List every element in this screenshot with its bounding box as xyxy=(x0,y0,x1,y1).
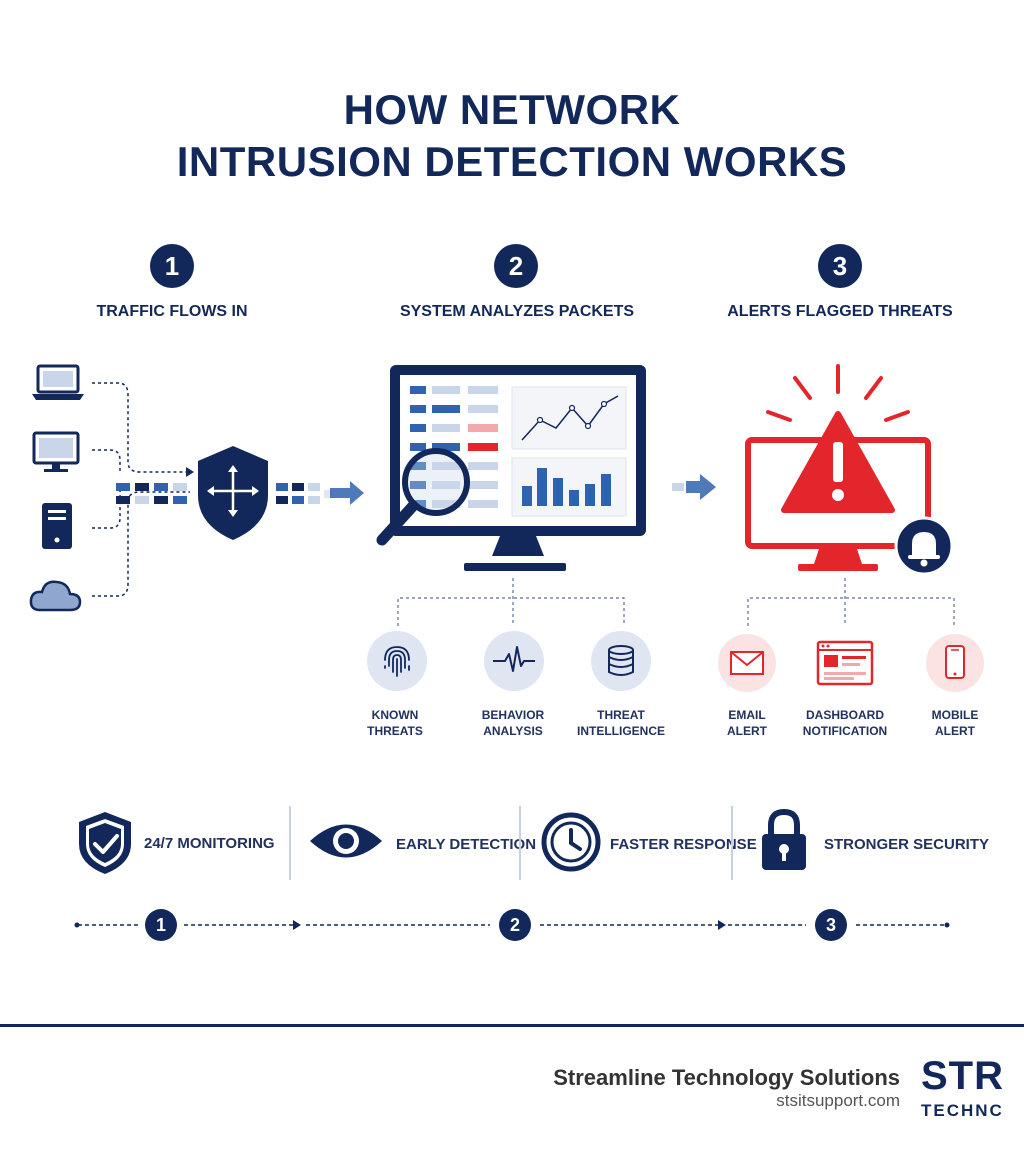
label-line: ALERT xyxy=(727,724,767,738)
benefit-faster-response: FASTER RESPONSE xyxy=(610,836,757,853)
label-line: BEHAVIOR xyxy=(481,708,545,722)
fingerprint-icon xyxy=(367,631,427,691)
footer-divider xyxy=(0,1024,1024,1027)
benefit-divider xyxy=(289,806,291,880)
server-icon xyxy=(42,503,72,549)
padlock-icon xyxy=(762,808,806,870)
cloud-icon xyxy=(29,580,82,612)
logo-mark: STR xyxy=(921,1054,1004,1098)
phone-icon xyxy=(926,634,984,692)
label-dashboard-notification: DASHBOARD NOTIFICATION xyxy=(790,707,900,739)
desktop-icon xyxy=(32,431,80,472)
logo-wordmark: TECHNC xyxy=(921,1101,1004,1120)
database-icon xyxy=(591,631,651,691)
company-website: stsitsupport.com xyxy=(776,1091,900,1110)
alert-monitor xyxy=(745,364,954,576)
label-line: KNOWN xyxy=(371,708,419,722)
analysis-monitor xyxy=(390,365,646,571)
dashboard-icon xyxy=(816,640,874,686)
shield-check-icon xyxy=(79,812,131,874)
page-title-line1: HOW NETWORK xyxy=(343,86,681,133)
step-3-heading: ALERTS FLAGGED THREATS xyxy=(727,303,953,320)
label-line: MOBILE xyxy=(931,708,979,722)
timeline-step-2: 2 xyxy=(499,909,531,941)
step-1-badge: 1 xyxy=(150,244,194,288)
flow-diagram xyxy=(29,364,955,626)
label-line: INTELLIGENCE xyxy=(576,724,665,738)
label-line: THREATS xyxy=(367,724,423,738)
label-threat-intelligence: THREAT INTELLIGENCE xyxy=(566,707,676,739)
step-3-badge: 3 xyxy=(818,244,862,288)
label-line: ANALYSIS xyxy=(483,724,543,738)
label-email-alert: EMAIL ALERT xyxy=(692,707,802,739)
label-behavior-analysis: BEHAVIOR ANALYSIS xyxy=(458,707,568,739)
magnifier-icon xyxy=(376,448,470,546)
pulse-icon xyxy=(484,631,544,691)
label-known-threats: KNOWN THREATS xyxy=(340,707,450,739)
timeline-step-1: 1 xyxy=(145,909,177,941)
clock-icon xyxy=(541,812,601,872)
timeline-step-3: 3 xyxy=(815,909,847,941)
timeline-track xyxy=(74,920,950,930)
label-line: THREAT xyxy=(597,708,645,722)
step-1-heading: TRAFFIC FLOWS IN xyxy=(96,303,248,320)
network-shield-icon xyxy=(198,446,268,540)
benefit-stronger-security: STRONGER SECURITY xyxy=(824,836,990,853)
benefit-divider xyxy=(731,806,733,880)
label-mobile-alert: MOBILE ALERT xyxy=(900,707,1010,739)
label-line: EMAIL xyxy=(728,708,766,722)
company-name: Streamline Technology Solutions xyxy=(553,1065,900,1090)
label-line: ALERT xyxy=(935,724,975,738)
label-line: DASHBOARD xyxy=(806,708,884,722)
page-title-line2: INTRUSION DETECTION WORKS xyxy=(176,138,848,185)
eye-icon xyxy=(310,824,382,858)
benefit-monitoring: 24/7 MONITORING xyxy=(144,835,275,852)
envelope-icon xyxy=(718,634,776,692)
benefit-divider xyxy=(519,806,521,880)
step-2-badge: 2 xyxy=(494,244,538,288)
label-line: NOTIFICATION xyxy=(802,724,888,738)
company-logo: STR TECHNC xyxy=(921,1054,1024,1144)
step-2-heading: SYSTEM ANALYZES PACKETS xyxy=(399,303,635,320)
benefit-early-detection: EARLY DETECTION xyxy=(396,836,537,853)
laptop-icon xyxy=(32,364,84,400)
